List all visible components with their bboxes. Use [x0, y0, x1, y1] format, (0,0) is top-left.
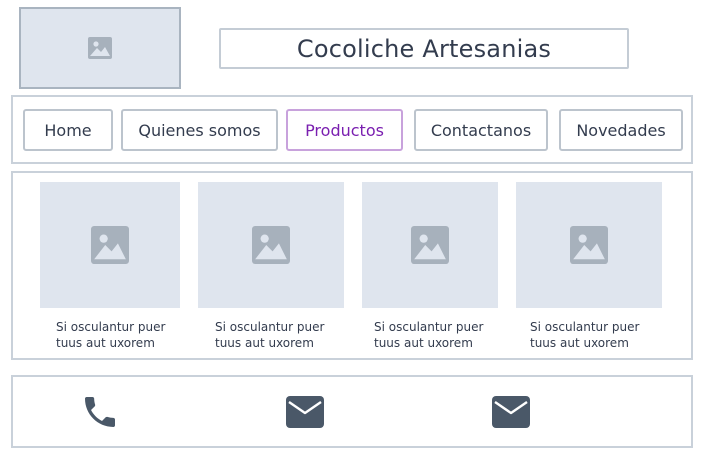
product-caption: Si osculantur puer tuus aut uxorem [374, 319, 524, 351]
nav-contactanos-button[interactable]: Contactanos [414, 109, 548, 151]
image-placeholder-icon [570, 226, 608, 264]
product-caption-line1: Si osculantur puer [215, 320, 325, 334]
nav-novedades-button[interactable]: Novedades [559, 109, 683, 151]
product-image[interactable] [198, 182, 344, 308]
footer [11, 375, 693, 448]
page-title: Cocoliche Artesanias [219, 28, 629, 69]
product-caption-line1: Si osculantur puer [56, 320, 166, 334]
product-image[interactable] [362, 182, 498, 308]
product-caption: Si osculantur puer tuus aut uxorem [530, 319, 680, 351]
logo-placeholder [19, 7, 181, 89]
product-caption-line2: tuus aut uxorem [56, 336, 155, 350]
nav-productos-button[interactable]: Productos [286, 109, 403, 151]
phone-icon[interactable] [78, 390, 122, 434]
image-placeholder-icon [411, 226, 449, 264]
product-caption-line2: tuus aut uxorem [374, 336, 473, 350]
product-caption-line2: tuus aut uxorem [215, 336, 314, 350]
product-caption: Si osculantur puer tuus aut uxorem [215, 319, 365, 351]
image-placeholder-icon [88, 37, 112, 59]
email-icon[interactable] [285, 394, 325, 430]
product-caption-line1: Si osculantur puer [374, 320, 484, 334]
nav-home-button[interactable]: Home [23, 109, 113, 151]
nav-quienes-somos-button[interactable]: Quienes somos [121, 109, 278, 151]
image-placeholder-icon [91, 226, 129, 264]
products-section [11, 171, 693, 360]
product-image[interactable] [516, 182, 662, 308]
product-caption-line1: Si osculantur puer [530, 320, 640, 334]
product-caption: Si osculantur puer tuus aut uxorem [56, 319, 206, 351]
product-caption-line2: tuus aut uxorem [530, 336, 629, 350]
image-placeholder-icon [252, 226, 290, 264]
nav-bar [11, 95, 693, 164]
email-icon[interactable] [491, 394, 531, 430]
product-image[interactable] [40, 182, 180, 308]
